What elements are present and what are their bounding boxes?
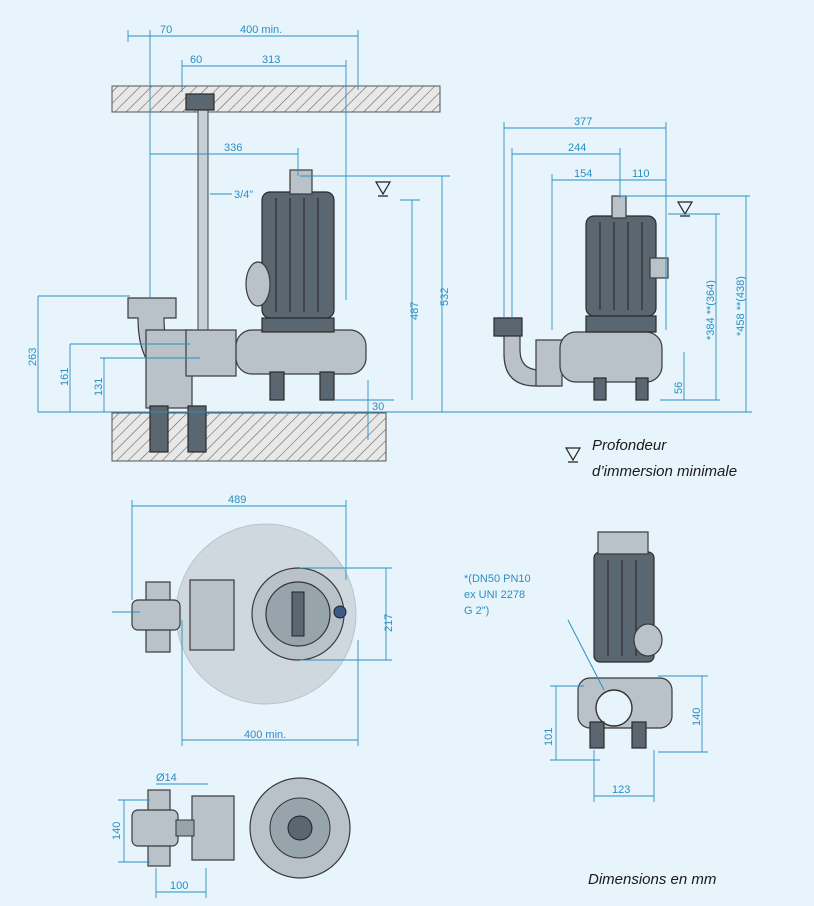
dim-label: 263 <box>27 348 39 366</box>
base-plan-view <box>131 777 351 879</box>
pump-flange <box>261 317 335 333</box>
coupling-flange <box>189 579 235 651</box>
lifting-handle <box>289 169 313 195</box>
front-detail-view <box>567 531 673 749</box>
dim-label: 154 <box>574 168 592 180</box>
float-switch <box>245 261 271 307</box>
handle-top <box>291 591 305 637</box>
dimension-lines-base <box>118 783 208 898</box>
dim-label: 131 <box>93 378 105 396</box>
elbow-section <box>131 599 181 631</box>
dim-label: 313 <box>262 54 280 66</box>
dim-label: 3/4" <box>234 189 253 201</box>
dim-label: *458 **(438) <box>735 276 747 336</box>
cable-entry <box>333 605 347 619</box>
dim-label: 161 <box>59 368 71 386</box>
dim-label: 487 <box>409 302 421 320</box>
pump-foot <box>631 721 647 749</box>
coupling-flange <box>185 329 237 377</box>
water-level-triangle-icon <box>676 201 694 217</box>
float-switch <box>633 623 663 657</box>
dim-label: 336 <box>224 142 242 154</box>
elbow-section <box>131 809 179 847</box>
pump-foot <box>593 377 607 401</box>
water-level-triangle-icon <box>374 181 392 197</box>
callout-line: G 2") <box>464 605 489 617</box>
dim-label: 140 <box>691 708 703 726</box>
ceiling-slab <box>111 85 441 113</box>
dim-label: 123 <box>612 784 630 796</box>
pump-motor <box>261 191 335 319</box>
anchor-bolt <box>187 405 207 453</box>
pump-foot <box>635 377 649 401</box>
pump-flange <box>585 315 657 333</box>
dim-label: 400 min. <box>244 729 286 741</box>
dim-label: 30 <box>372 401 384 413</box>
side-flange <box>535 339 563 387</box>
dim-label: 489 <box>228 494 246 506</box>
pump-volute <box>235 329 367 375</box>
flange-callout: *(DN50 PN10 ex UNI 2278 G 2") <box>464 573 531 617</box>
callout-leader <box>567 619 605 691</box>
anchor-bolt <box>149 405 169 453</box>
dimension-lines-top-left <box>37 30 450 440</box>
callout-line: *(DN50 PN10 <box>464 573 531 585</box>
dimension-lines-detail <box>550 675 708 802</box>
coupling-flange <box>191 795 235 861</box>
plan-view <box>131 523 357 705</box>
dim-label: 100 <box>170 880 188 892</box>
dimension-labels: 70 400 min. 60 313 336 3/4" 487 532 263 … <box>27 24 747 892</box>
pump-volute <box>559 331 663 383</box>
dim-label: 70 <box>160 24 172 36</box>
legend-line: Profondeur <box>592 437 667 454</box>
discharge-port <box>595 689 633 727</box>
guide-rail <box>197 95 209 347</box>
dimension-lines-top-right <box>386 122 752 413</box>
dim-label: 140 <box>111 822 123 840</box>
immersion-legend: Profondeur d’immersion minimale <box>564 437 737 480</box>
callout-line: ex UNI 2278 <box>464 589 525 601</box>
dim-label: 244 <box>568 142 586 154</box>
dim-label: 377 <box>574 116 592 128</box>
motor-cap <box>597 531 649 555</box>
dim-label: 532 <box>439 288 451 306</box>
dim-label: 110 <box>632 168 650 180</box>
foot-base <box>145 329 193 409</box>
lifting-handle <box>611 195 627 219</box>
cable-gland <box>649 257 669 279</box>
dim-label: Ø14 <box>156 772 177 784</box>
impeller <box>287 815 313 841</box>
dim-label: 101 <box>543 728 555 746</box>
elevation-view-side <box>111 85 441 462</box>
dim-label: 400 min. <box>240 24 282 36</box>
pump-foot <box>319 371 335 401</box>
pump-motor <box>585 215 657 317</box>
pump-foot <box>589 721 605 749</box>
dim-label: *384 **(364) <box>705 280 717 340</box>
elevation-view-front <box>493 195 694 401</box>
pump-foot <box>269 371 285 401</box>
units-note: Dimensions en mm <box>588 871 716 888</box>
connector <box>175 819 195 837</box>
dim-label: 217 <box>383 614 395 632</box>
dim-label: 56 <box>673 382 685 394</box>
rail-bracket <box>185 93 215 111</box>
elbow-flange <box>493 317 523 337</box>
dim-label: 60 <box>190 54 202 66</box>
dimension-lines-plan <box>112 500 392 746</box>
legend-line: d’immersion minimale <box>592 463 737 480</box>
water-level-triangle-icon <box>564 447 582 463</box>
